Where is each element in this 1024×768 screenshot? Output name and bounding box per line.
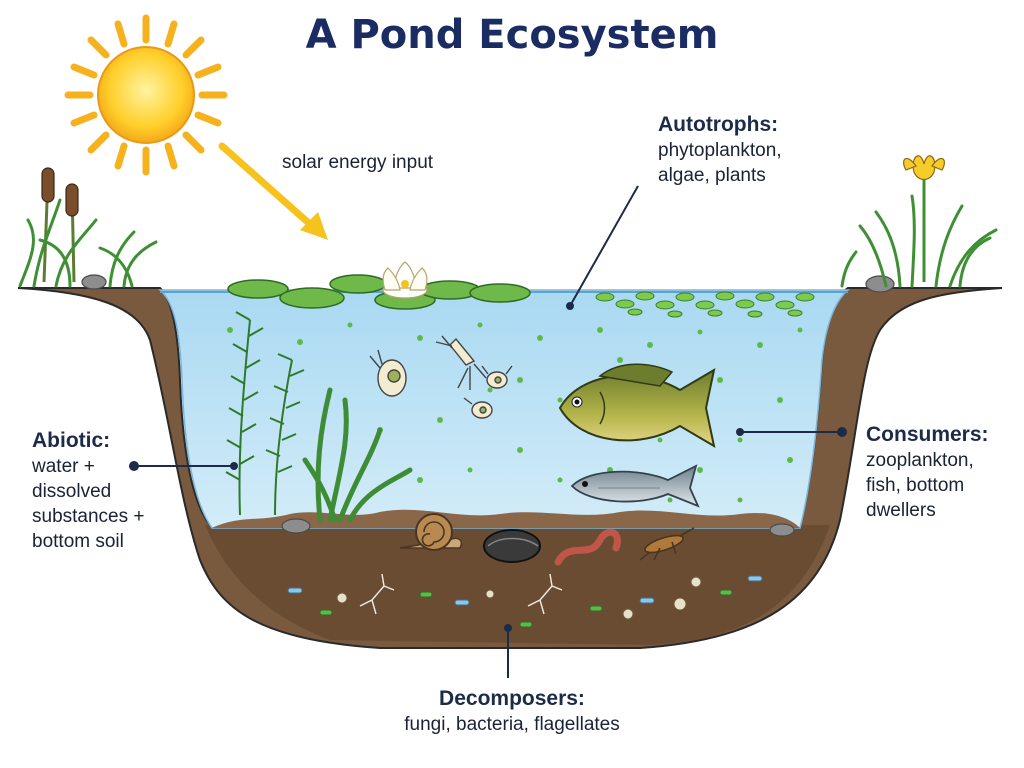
minnow-icon [570, 464, 700, 508]
autotrophs-heading: Autotrophs: [658, 113, 779, 136]
autotrophs-line: algae, plants [658, 165, 766, 186]
abiotic-heading: Abiotic: [32, 429, 111, 452]
leader-lines [129, 185, 847, 678]
autotrophs-label: Autotrophs: phytoplankton, algae, plants [658, 112, 782, 188]
consumers-line: zooplankton, [866, 450, 974, 471]
consumers-label: Consumers: zooplankton, fish, bottom dwe… [866, 422, 989, 523]
iris-flower-icon [903, 155, 945, 282]
decomposers-label: Decomposers: fungi, bacteria, flagellate… [0, 686, 1024, 737]
solar-energy-label: solar energy input [282, 152, 434, 173]
abiotic-line: bottom soil [32, 531, 124, 552]
zooplankton-icon [369, 335, 513, 419]
pond-bottom-soil [205, 525, 830, 645]
grass-left-icon [18, 198, 158, 288]
sun-icon [64, 14, 228, 176]
eelgrass-icon [302, 387, 413, 523]
sunfish-icon [558, 363, 716, 449]
abiotic-line: substances + [32, 506, 145, 527]
mussel-icon [483, 529, 541, 563]
worm-icon [554, 528, 621, 566]
stones [81, 274, 895, 537]
abiotic-line: water + [32, 456, 95, 477]
consumers-line: dwellers [866, 500, 936, 521]
abiotic-label: Abiotic: water + dissolved substances + … [32, 428, 145, 554]
autotrophs-line: phytoplankton, [658, 140, 782, 161]
duckweed [595, 291, 815, 318]
water-lily-icon [382, 261, 428, 299]
consumers-line: fish, bottom [866, 475, 965, 496]
decomposers-line: fungi, bacteria, flagellates [404, 714, 620, 735]
microorganisms [287, 573, 763, 628]
insect-larva-icon [639, 527, 695, 561]
grass-right-icon [840, 194, 998, 288]
snail-icon [399, 513, 462, 551]
solar-arrow [218, 142, 328, 240]
cattail-icon [41, 167, 79, 283]
abiotic-line: dissolved [32, 481, 112, 502]
sediment [212, 509, 800, 528]
consumers-heading: Consumers: [866, 423, 989, 446]
page-title: A Pond Ecosystem [305, 12, 719, 58]
decomposers-heading: Decomposers: [439, 687, 585, 710]
pond-water [157, 289, 851, 529]
submerged-plant-icon [225, 311, 305, 516]
